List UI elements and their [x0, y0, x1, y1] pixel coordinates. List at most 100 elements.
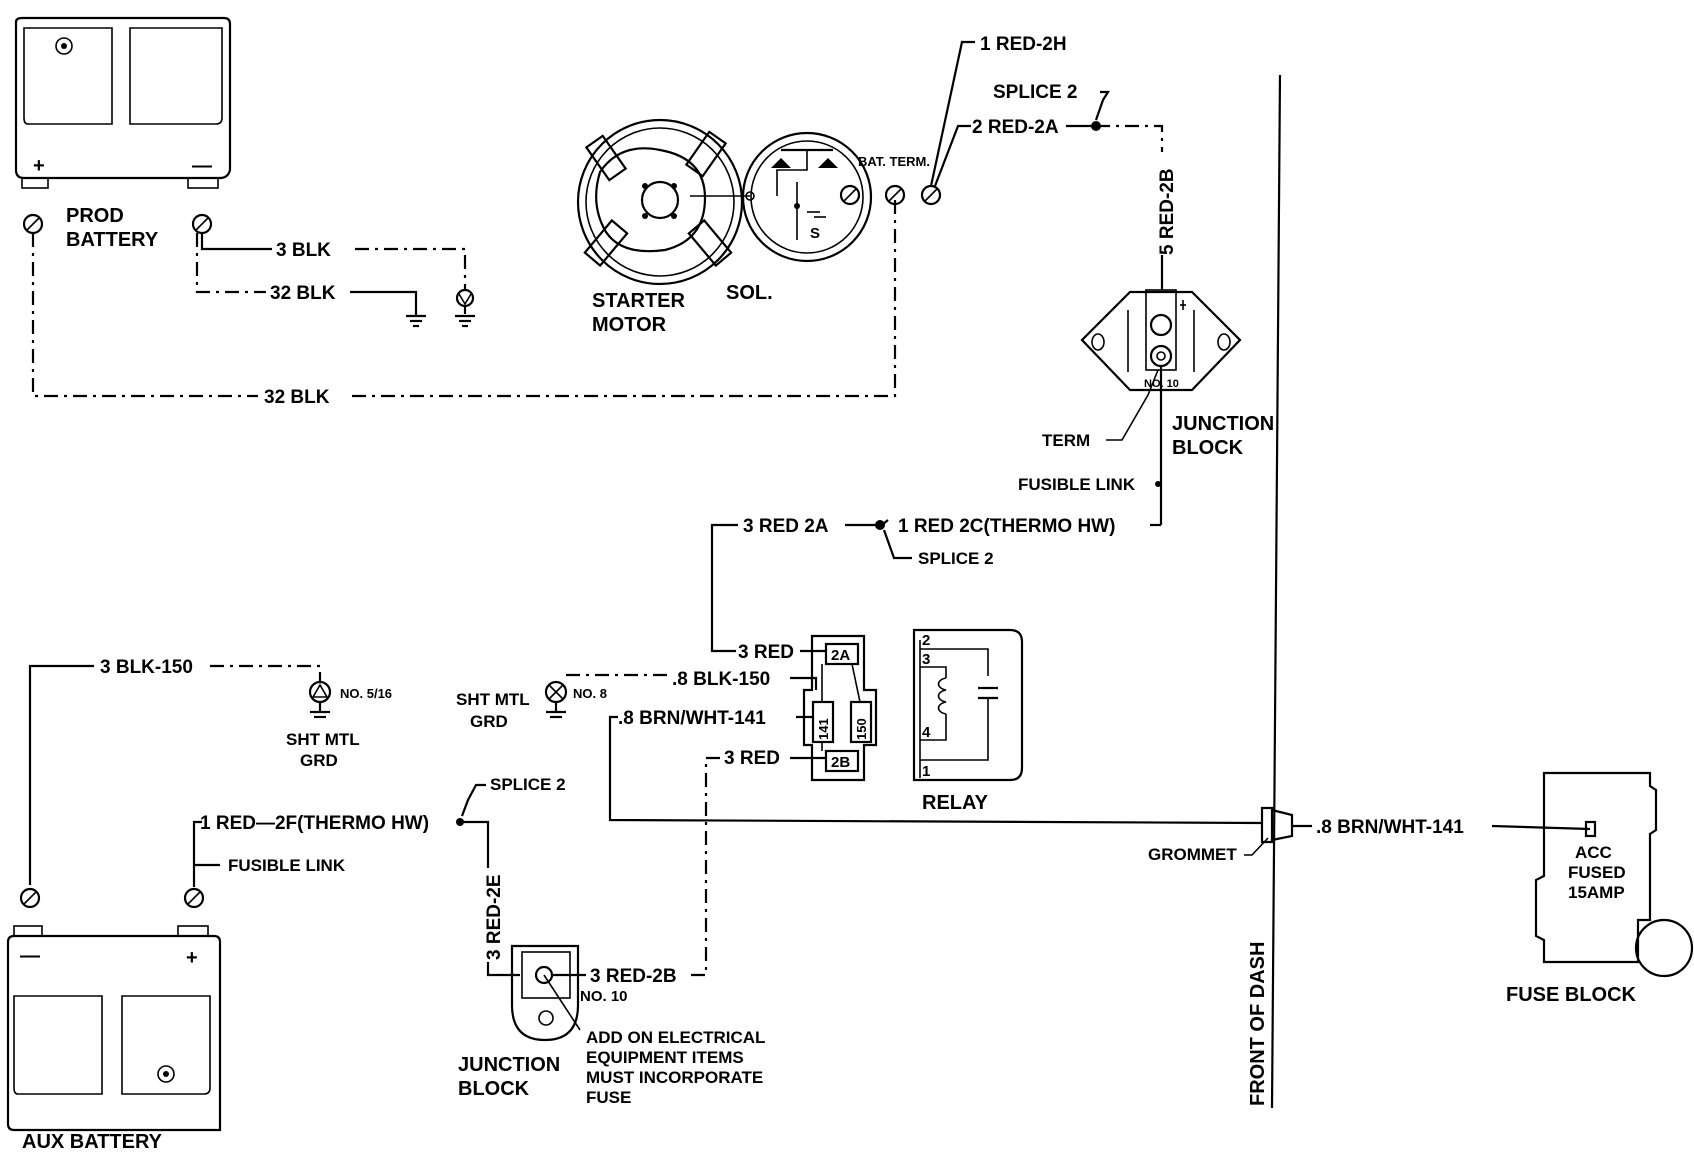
wire-3blk150-b: [210, 664, 322, 682]
splice-low-leader: [460, 783, 486, 817]
wire-32blk-b: [350, 290, 418, 316]
ground-terminal-icon: [455, 288, 475, 328]
aux-neg-terminal-icon: [19, 887, 41, 909]
ground-bolt-icon: [308, 680, 332, 719]
splice2-mid-label: SPLICE 2: [918, 549, 994, 568]
fuse-block-icon: [1534, 771, 1694, 978]
jb-top-label: JUNCTION: [1172, 413, 1274, 435]
prod-plus-sign: +: [33, 155, 45, 177]
bat-term-label: BAT. TERM.: [858, 154, 930, 169]
fusible-link-top-label: FUSIBLE LINK: [1018, 475, 1136, 494]
conn-141: 141: [816, 718, 831, 740]
bat-term-terminal-icon: [839, 184, 861, 206]
wire-label-8brn-b: .8 BRN/WHT-141: [1316, 817, 1464, 838]
acc-label: ACC: [1575, 843, 1612, 862]
term-leader: [1106, 369, 1159, 441]
sht-mtl-a-label: SHT MTL: [456, 690, 530, 709]
sol-label: SOL.: [726, 282, 773, 304]
starter-label: STARTER: [592, 290, 686, 312]
starter-motor-icon: [576, 118, 744, 286]
relay-pin-2: 2: [922, 632, 930, 649]
connector-icon: [802, 634, 878, 782]
bat-term-terminal-icon-2: [884, 184, 906, 206]
ground-icon: [406, 314, 426, 328]
term-label: TERM: [1042, 431, 1090, 450]
conn-2a: 2A: [831, 647, 850, 664]
prod-pos-terminal-icon: [22, 213, 44, 235]
front-of-dash-label: FRONT OF DASH: [1247, 942, 1269, 1106]
relay-pin-4: 4: [922, 724, 931, 741]
aux-battery-label: AUX BATTERY: [22, 1131, 163, 1152]
prod-battery-label-2: BATTERY: [66, 229, 159, 251]
prod-neg-terminal-icon: [191, 213, 213, 235]
wire-label-1red2h: 1 RED-2H: [980, 34, 1067, 55]
relay-pin-3: 3: [922, 651, 930, 668]
starter-label-2: MOTOR: [592, 314, 667, 336]
note-label-2: EQUIPMENT ITEMS: [586, 1048, 744, 1067]
no10-low-label: NO. 10: [580, 988, 628, 1005]
note-label-3: MUST INCORPORATE: [586, 1068, 763, 1087]
wire-label-3red2a: 3 RED 2A: [743, 516, 829, 537]
wire-32blk-long-b: [352, 198, 897, 398]
acc-label-3: 15AMP: [1568, 883, 1625, 902]
wire-3red2e-a: [460, 820, 490, 868]
wire-label-32blk-a: 32 BLK: [270, 283, 336, 304]
wire-2red2a: [933, 124, 971, 187]
conn-2b: 2B: [831, 754, 850, 771]
splice-dot-mid: [875, 520, 885, 530]
wire-label-3red2b: 3 RED-2B: [590, 966, 677, 987]
wire-3red2a: [710, 523, 738, 653]
wire-3blk-b: [355, 247, 467, 290]
wire-label-3red2e: 3 RED-2E: [484, 874, 505, 960]
solenoid-icon: [690, 131, 873, 263]
wire-label-5red2b: 5 RED-2B: [1157, 168, 1178, 255]
jb-low-label-2: BLOCK: [458, 1078, 530, 1100]
wire-label-3red-a: 3 RED: [738, 642, 794, 663]
splice2-low-label: SPLICE 2: [490, 775, 566, 794]
sht-mtl-b-label-2: GRD: [300, 751, 338, 770]
splice-mid-leader: [882, 529, 912, 560]
prod-battery: [14, 16, 232, 189]
wire-3red2e-b: [486, 962, 520, 977]
wire-label-32blk-b: 32 BLK: [264, 387, 330, 408]
wire-label-3blk: 3 BLK: [276, 240, 331, 261]
relay-icon: [912, 628, 1024, 782]
splice2-top-label: SPLICE 2: [993, 82, 1077, 103]
wire-label-8brn-a: .8 BRN/WHT-141: [618, 708, 766, 729]
fusible-dot: [1155, 481, 1161, 487]
wire-label-2red2a: 2 RED-2A: [972, 117, 1059, 138]
relay-label: RELAY: [922, 792, 989, 814]
wire-1red2h: [929, 40, 975, 187]
jb-low-label: JUNCTION: [458, 1054, 560, 1076]
no8-label: NO. 8: [573, 686, 607, 701]
relay-pin-1: 1: [922, 763, 930, 780]
grommet-label: GROMMET: [1148, 845, 1237, 864]
grommet-leader: [1244, 837, 1269, 856]
wire-label-8blk150: .8 BLK-150: [672, 669, 770, 690]
wire-3red-b-down: [690, 756, 720, 977]
wire-32blk-a: [195, 233, 266, 294]
note-label-4: FUSE: [586, 1088, 631, 1107]
splice-dot: [1091, 121, 1101, 131]
wire-label-3red-b: 3 RED: [724, 748, 780, 769]
wire-label-3blk150: 3 BLK-150: [100, 657, 193, 678]
sht-mtl-a-label-2: GRD: [470, 712, 508, 731]
sol-s-label: S: [810, 225, 820, 242]
wire-8brn-c: [1491, 824, 1591, 831]
wire-8blk150: [790, 676, 818, 690]
aux-plus-sign: +: [186, 947, 198, 969]
wire-32blk-long-a: [31, 233, 258, 398]
bat-term-terminal-icon-3: [920, 184, 942, 206]
conn-150: 150: [854, 718, 869, 740]
wire-label-1red2c: 1 RED 2C(THERMO HW): [898, 516, 1115, 537]
wire-2red2a-c: [1096, 124, 1164, 152]
acc-label-2: FUSED: [1568, 863, 1626, 882]
wire-3blk150-a: [28, 664, 94, 885]
note-label: ADD ON ELECTRICAL: [586, 1028, 765, 1047]
fuse-block-label: FUSE BLOCK: [1506, 984, 1637, 1006]
wire-label-1red2f: 1 RED—2F(THERMO HW): [200, 813, 429, 834]
fusible-link-low-label: FUSIBLE LINK: [228, 856, 346, 875]
dash-line: [1270, 74, 1282, 1109]
jb-top-label-2: BLOCK: [1172, 437, 1244, 459]
